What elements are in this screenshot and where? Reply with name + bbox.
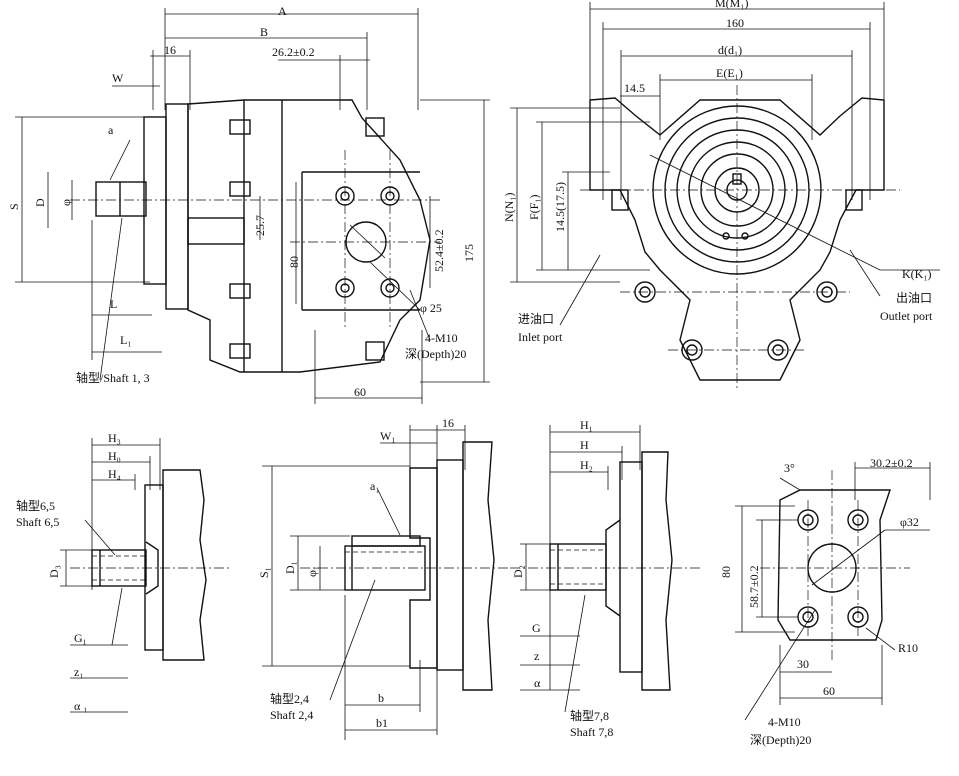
dim-W1: W₁ (380, 429, 396, 443)
dim-H1: H₁ (580, 418, 593, 432)
shaft-1-3-label: 轴型/Shaft 1, 3 (76, 371, 150, 385)
dim-phi1: φ₁ (305, 565, 319, 577)
dim-b: b (378, 691, 384, 705)
dim-G1: G₁ (74, 631, 87, 645)
dim-H3: H₃ (108, 431, 121, 445)
dim-B: B (260, 25, 269, 39)
dim-58-7: 58.7±0.2 (747, 565, 761, 608)
shaft-6-5-cn: 轴型6,5 (16, 499, 56, 513)
dim-14-5: 14.5 (624, 81, 645, 95)
dim-phi: φ (59, 199, 73, 206)
dim-z: z (534, 649, 540, 663)
dim-60b: 60 (823, 684, 835, 698)
dim-H: H (580, 438, 589, 452)
dim-14-5-17-5: 14.5(17.5) (553, 182, 567, 232)
dim-G: G (532, 621, 541, 635)
dim-16b: 16 (442, 416, 454, 430)
outlet-en: Outlet port (880, 309, 933, 323)
shaft-6-5-en: Shaft 6,5 (16, 515, 60, 529)
dim-175: 175 (462, 244, 476, 262)
dim-S1: S₁ (257, 567, 271, 578)
dim-D3: D₃ (47, 565, 61, 578)
dim-80: 80 (287, 256, 301, 268)
dim-F: F(F₁) (527, 194, 541, 220)
side-view (15, 8, 490, 404)
dim-D: D (33, 198, 47, 207)
dim-alpha: α (534, 676, 541, 690)
dim-W: W (112, 71, 124, 85)
outlet-cn: 出油口 (896, 291, 933, 305)
dim-H4: H₄ (108, 467, 121, 481)
shaft-7-8-en: Shaft 7,8 (570, 725, 614, 739)
dim-alpha1: α ₁ (74, 699, 88, 713)
dim-30-2: 30.2±0.2 (870, 456, 913, 470)
dim-a1: a₁ (370, 479, 380, 493)
dim-depth-b: 深(Depth)20 (750, 733, 812, 747)
shaft24-view (262, 425, 510, 740)
dim-160: 160 (726, 16, 744, 30)
dim-30: 30 (797, 657, 809, 671)
dim-a: a (108, 123, 114, 137)
inlet-cn: 进油口 (518, 312, 555, 326)
dim-D1: D₁ (283, 561, 297, 574)
dim-80b: 80 (719, 566, 733, 578)
dim-phi32: φ32 (900, 515, 919, 529)
dim-4-m10b: 4-M10 (768, 715, 801, 729)
dim-K: K(K₁) (902, 267, 932, 281)
inlet-en: Inlet port (518, 330, 563, 344)
port-flange-view (735, 462, 931, 721)
dim-3deg: 3° (784, 461, 795, 475)
dim-b1: b1 (376, 716, 388, 730)
dim-depth: 深(Depth)20 (405, 347, 467, 361)
dim-d: d(d₁) (718, 43, 743, 57)
dim-M: M(M₁) (715, 0, 749, 10)
dim-4-m10: 4-M10 (425, 331, 458, 345)
dim-A: A (278, 4, 287, 18)
dim-R10: R10 (898, 641, 919, 655)
dim-N: N(N₁) (502, 192, 516, 222)
dim-52-4: 52.4±0.2 (432, 229, 446, 272)
dim-L: L (110, 297, 118, 311)
dim-16: 16 (164, 43, 176, 57)
shaft-2-4-cn: 轴型2,4 (270, 692, 310, 706)
dim-S: S (7, 203, 21, 210)
dim-D2: D₂ (511, 565, 525, 578)
shaft65-view (60, 438, 230, 713)
shaft-2-4-en: Shaft 2,4 (270, 708, 314, 722)
dim-phi25: φ 25 (420, 301, 442, 315)
dim-26-2: 26.2±0.2 (272, 45, 315, 59)
dim-E: E(E₁) (716, 66, 743, 80)
dim-z1: z₁ (74, 665, 84, 679)
dim-L1: L₁ (120, 333, 132, 347)
dim-H0: H₀ (108, 449, 121, 463)
dim-60: 60 (354, 385, 366, 399)
front-view (510, 2, 940, 390)
dim-25-7: 25.7 (253, 215, 267, 236)
shaft-7-8-cn: 轴型7,8 (570, 709, 610, 723)
shaft78-view (510, 425, 700, 713)
dim-H2: H₂ (580, 458, 593, 472)
